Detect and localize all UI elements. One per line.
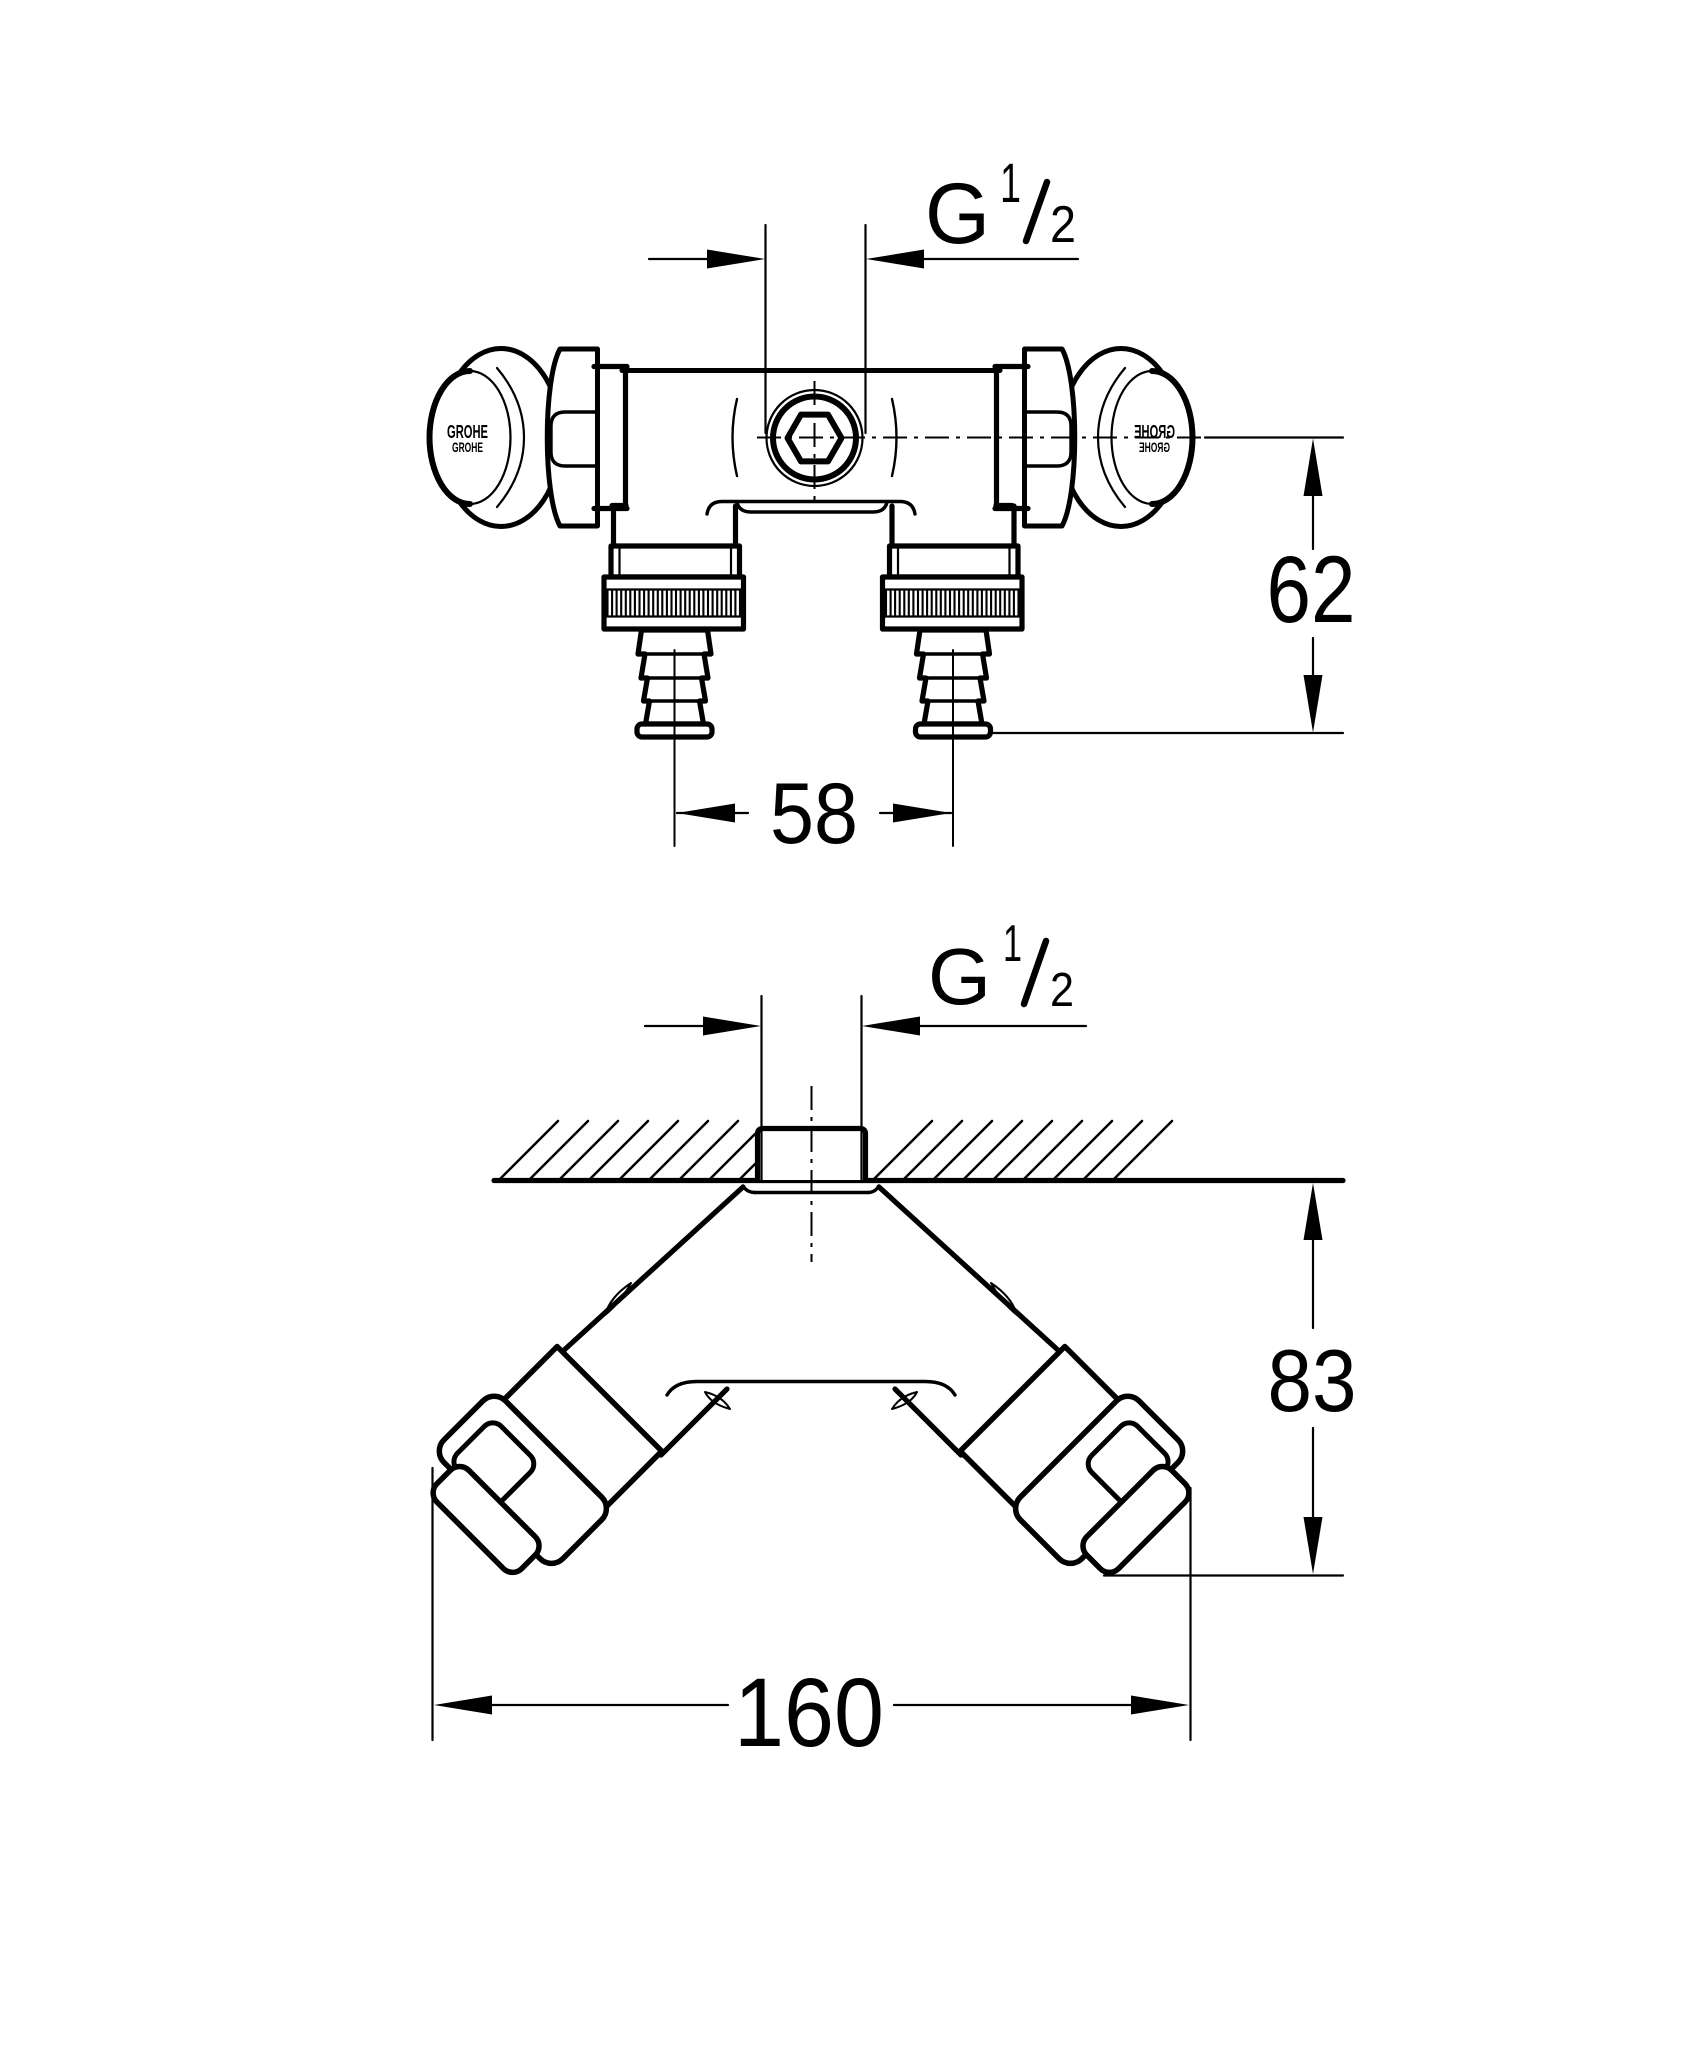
- svg-text:1: 1: [1003, 915, 1022, 973]
- svg-text:1: 1: [1000, 151, 1021, 214]
- svg-text:G: G: [925, 166, 990, 262]
- svg-text:GROHE: GROHE: [447, 422, 488, 442]
- svg-text:160: 160: [734, 1658, 884, 1767]
- svg-text:58: 58: [770, 766, 858, 862]
- svg-text:62: 62: [1267, 537, 1356, 643]
- svg-text:2: 2: [1050, 196, 1076, 254]
- svg-text:G: G: [928, 932, 991, 1021]
- svg-text:GROHE: GROHE: [452, 439, 483, 455]
- svg-text:83: 83: [1268, 1331, 1357, 1430]
- svg-text:2: 2: [1050, 964, 1074, 1017]
